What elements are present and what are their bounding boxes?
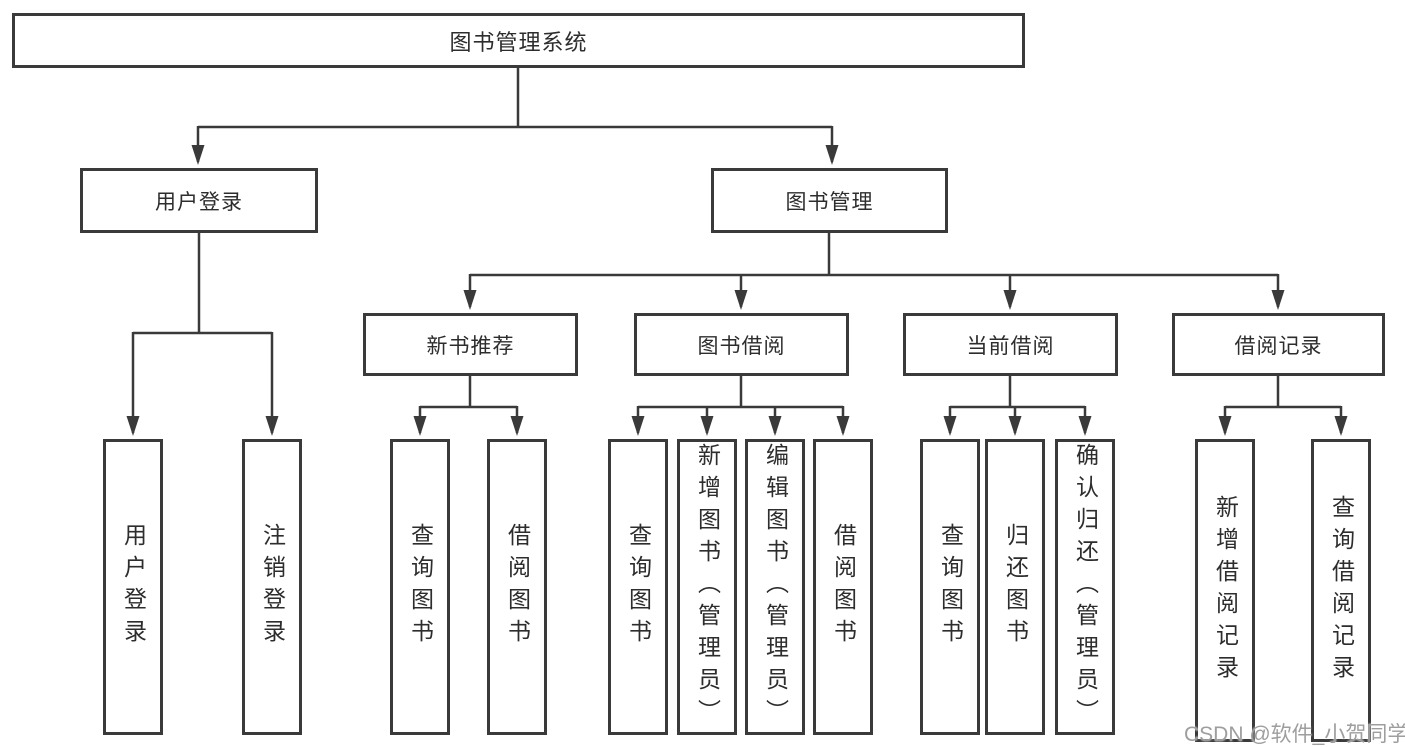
leaf-current-return-books: 归还图书 [985, 439, 1045, 735]
leaf-logout: 注销登录 [242, 439, 302, 735]
leaf-current-return-books-label: 归还图书 [1002, 523, 1029, 651]
node-user-login: 用户登录 [80, 168, 318, 233]
node-borrow-records: 借阅记录 [1172, 313, 1385, 376]
leaf-borrow-query-books: 查询图书 [608, 439, 668, 735]
leaf-records-add-record: 新增借阅记录 [1195, 439, 1255, 742]
node-root: 图书管理系统 [12, 13, 1025, 68]
node-new-book-recommend: 新书推荐 [363, 313, 578, 376]
leaf-user-login-label: 用户登录 [120, 523, 147, 651]
node-current-borrow-label: 当前借阅 [966, 334, 1055, 358]
leaf-records-add-record-label: 新增借阅记录 [1212, 494, 1239, 687]
node-root-label: 图书管理系统 [449, 29, 588, 55]
leaf-borrow-borrow-books: 借阅图书 [813, 439, 873, 735]
leaf-borrow-edit-books-admin-label: 编辑图书（管理员） [762, 443, 789, 731]
node-book-management-label: 图书管理 [785, 190, 874, 214]
node-user-login-label: 用户登录 [155, 190, 243, 214]
watermark-text: CSDN @软件_小贺同学 [1184, 723, 1405, 746]
leaf-current-confirm-return-admin: 确认归还（管理员） [1055, 439, 1115, 735]
leaf-borrow-add-books-admin: 新增图书（管理员） [677, 439, 737, 735]
leaf-records-query-record: 查询借阅记录 [1311, 439, 1371, 742]
leaf-borrow-query-books-label: 查询图书 [625, 523, 652, 651]
leaf-recommend-borrow-books: 借阅图书 [487, 439, 547, 735]
node-borrow-records-label: 借阅记录 [1234, 334, 1323, 358]
leaf-recommend-borrow-books-label: 借阅图书 [504, 523, 531, 651]
node-book-borrow: 图书借阅 [634, 313, 849, 376]
leaf-borrow-borrow-books-label: 借阅图书 [830, 523, 857, 651]
leaf-current-confirm-return-admin-label: 确认归还（管理员） [1072, 443, 1099, 731]
leaf-current-query-books: 查询图书 [920, 439, 980, 735]
node-new-book-recommend-label: 新书推荐 [426, 334, 515, 358]
leaf-recommend-query-books-label: 查询图书 [407, 523, 434, 651]
leaf-borrow-add-books-admin-label: 新增图书（管理员） [694, 443, 721, 731]
node-current-borrow: 当前借阅 [903, 313, 1118, 376]
leaf-records-query-record-label: 查询借阅记录 [1328, 494, 1355, 687]
leaf-borrow-edit-books-admin: 编辑图书（管理员） [745, 439, 805, 735]
leaf-logout-label: 注销登录 [259, 523, 286, 651]
node-book-borrow-label: 图书借阅 [697, 334, 786, 358]
node-book-management: 图书管理 [711, 168, 948, 233]
leaf-recommend-query-books: 查询图书 [390, 439, 450, 735]
leaf-user-login: 用户登录 [103, 439, 163, 735]
leaf-current-query-books-label: 查询图书 [937, 523, 964, 651]
